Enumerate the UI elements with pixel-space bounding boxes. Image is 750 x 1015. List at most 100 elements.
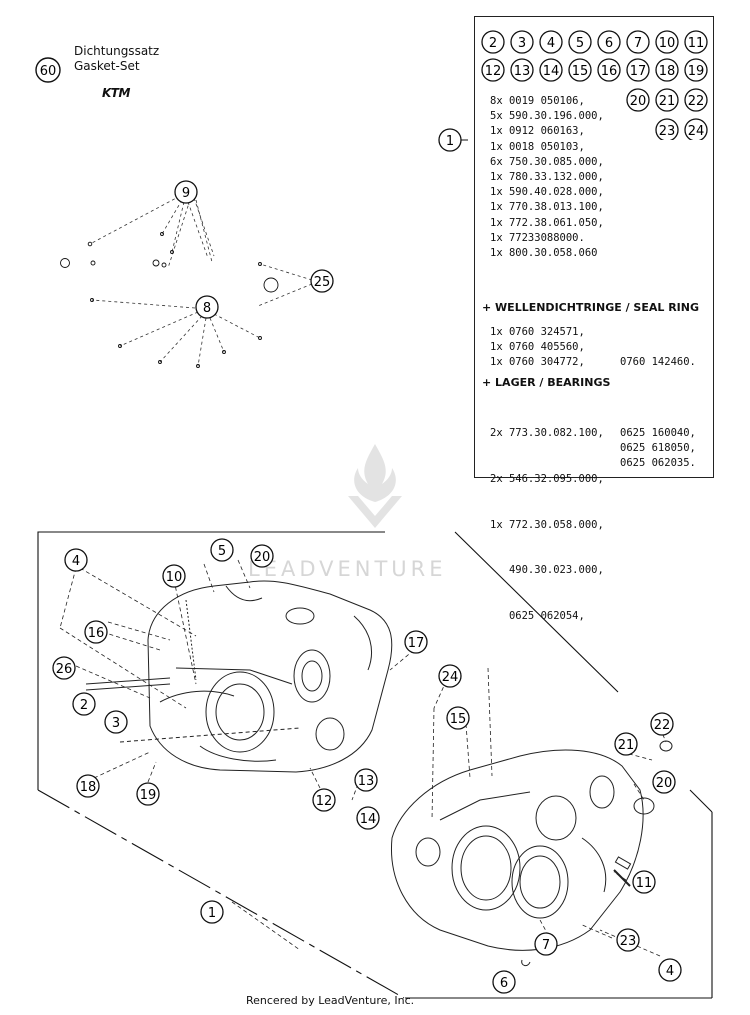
callout-2[interactable]: 2: [72, 692, 96, 716]
callout-7[interactable]: 7: [534, 932, 558, 956]
gasket-title-de: Dichtungssatz: [74, 44, 160, 58]
callout-10[interactable]: 10: [162, 564, 186, 588]
seal-line: 1x 0760 304772,: [490, 356, 585, 369]
part-line: 1x 772.38.061.050,: [490, 216, 604, 229]
callout-1[interactable]: 1: [200, 900, 224, 924]
svg-text:1: 1: [208, 906, 216, 921]
callout-14[interactable]: 14: [356, 806, 380, 830]
callout-10[interactable]: 10: [655, 30, 679, 54]
callout-5[interactable]: 5: [568, 30, 592, 54]
callout-13[interactable]: 13: [354, 768, 378, 792]
callout-16[interactable]: 16: [597, 58, 621, 82]
callout-6[interactable]: 6: [492, 970, 516, 994]
bearing-line: 0625 062054,: [490, 609, 585, 622]
svg-text:8: 8: [203, 301, 211, 316]
seal-line-extra: 0760 142460.: [620, 356, 696, 368]
callout-24[interactable]: 24: [684, 118, 708, 140]
svg-text:3: 3: [112, 716, 120, 731]
svg-text:2: 2: [80, 698, 88, 713]
callout-22[interactable]: 22: [650, 712, 674, 736]
svg-text:12: 12: [485, 64, 502, 79]
callout-3[interactable]: 3: [104, 710, 128, 734]
callout-8[interactable]: 8: [195, 295, 219, 319]
part-line: 1x 780.33.132.000,: [490, 171, 604, 184]
callout-7[interactable]: 7: [626, 30, 650, 54]
callout-20[interactable]: 20: [652, 770, 676, 794]
footer-credit: Rencered by LeadVenture, Inc.: [246, 994, 415, 1007]
part-line: 1x 0018 050103,: [490, 140, 585, 153]
bearings-heading: + LAGER / BEARINGS: [482, 376, 611, 389]
callout-3[interactable]: 3: [510, 30, 534, 54]
svg-text:4: 4: [547, 36, 555, 51]
svg-text:25: 25: [314, 275, 331, 290]
svg-text:23: 23: [620, 934, 637, 949]
callout-6[interactable]: 6: [597, 30, 621, 54]
callout-22[interactable]: 22: [684, 88, 708, 112]
svg-text:60: 60: [40, 64, 57, 79]
svg-text:13: 13: [514, 64, 531, 79]
callout-21[interactable]: 21: [655, 88, 679, 112]
callout-15[interactable]: 15: [568, 58, 592, 82]
svg-text:7: 7: [634, 36, 642, 51]
callout-17[interactable]: 17: [404, 630, 428, 654]
callout-25[interactable]: 25: [310, 269, 334, 293]
svg-text:14: 14: [543, 64, 560, 79]
svg-text:16: 16: [601, 64, 618, 79]
bearing-line: 2x 546.32.095.000,: [490, 473, 604, 486]
seal-line: 1x 0760 405560,: [490, 341, 585, 354]
bearing-line: 1x 772.30.058.000,: [490, 518, 604, 531]
callout-18[interactable]: 18: [655, 58, 679, 82]
callout-24[interactable]: 24: [438, 664, 462, 688]
callout-12[interactable]: 12: [481, 58, 505, 82]
callout-11[interactable]: 11: [632, 870, 656, 894]
svg-text:9: 9: [182, 186, 190, 201]
small-parts-diagram: 9 8 25: [60, 180, 334, 368]
bearing-line: 490.30.023.000,: [490, 564, 604, 577]
callout-4[interactable]: 4: [64, 548, 88, 572]
svg-text:11: 11: [636, 876, 653, 891]
svg-text:20: 20: [656, 776, 673, 791]
callout-5[interactable]: 5: [210, 538, 234, 562]
svg-text:2: 2: [489, 36, 497, 51]
callout-18[interactable]: 18: [76, 774, 100, 798]
svg-text:18: 18: [80, 780, 97, 795]
callout-4[interactable]: 4: [658, 958, 682, 982]
part-line: 1x 77233088000.: [490, 231, 585, 244]
svg-text:6: 6: [500, 976, 508, 991]
callout-16[interactable]: 16: [84, 620, 108, 644]
gasket-set-callout[interactable]: 60: [30, 54, 70, 90]
svg-text:10: 10: [166, 570, 183, 585]
callout-17[interactable]: 17: [626, 58, 650, 82]
callout-9[interactable]: 9: [174, 180, 198, 204]
svg-text:15: 15: [572, 64, 589, 79]
svg-text:19: 19: [140, 788, 157, 803]
bearing-line: 0625 160040,: [620, 427, 696, 439]
svg-text:7: 7: [542, 938, 550, 953]
svg-text:5: 5: [576, 36, 584, 51]
callout-13[interactable]: 13: [510, 58, 534, 82]
callout-4[interactable]: 4: [539, 30, 563, 54]
callout-20[interactable]: 20: [626, 88, 650, 112]
callout-19[interactable]: 19: [136, 782, 160, 806]
callout-23[interactable]: 23: [616, 928, 640, 952]
callout-21[interactable]: 21: [614, 732, 638, 756]
svg-text:20: 20: [254, 550, 271, 565]
callout-11[interactable]: 11: [684, 30, 708, 54]
bearing-extra-list: 0625 160040, 0625 618050, 0625 062035.: [620, 426, 696, 472]
callout-2[interactable]: 2: [481, 30, 505, 54]
callout-12[interactable]: 12: [312, 788, 336, 812]
callout-23[interactable]: 23: [655, 118, 679, 140]
callout-19[interactable]: 19: [684, 58, 708, 82]
svg-text:3: 3: [518, 36, 526, 51]
callout-26[interactable]: 26: [52, 656, 76, 680]
part-line: 8x 0019 050106,: [490, 95, 585, 107]
svg-text:21: 21: [618, 738, 635, 753]
kit-callout-1[interactable]: 1: [434, 126, 468, 156]
svg-text:24: 24: [688, 124, 705, 139]
part-line: 1x 590.40.028.000,: [490, 186, 604, 199]
svg-text:4: 4: [72, 554, 80, 569]
callout-20[interactable]: 20: [250, 544, 274, 568]
callout-14[interactable]: 14: [539, 58, 563, 82]
callout-15[interactable]: 15: [446, 706, 470, 730]
